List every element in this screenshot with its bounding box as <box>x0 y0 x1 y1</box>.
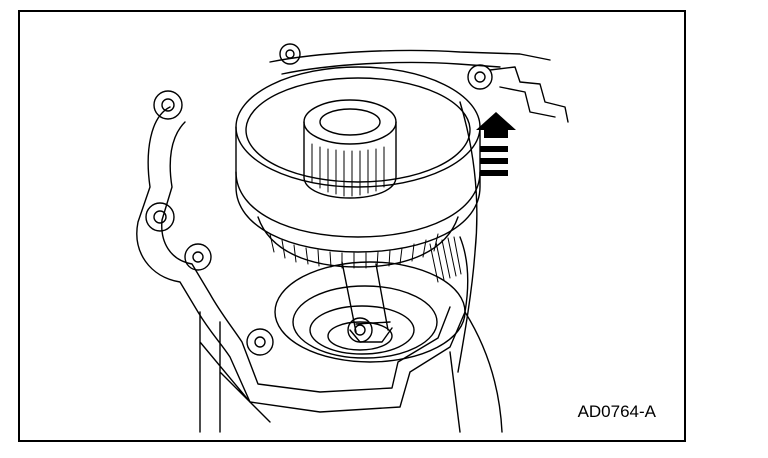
bolt-boss-3 <box>185 244 211 270</box>
gear-teeth-band <box>258 217 458 267</box>
bolt-boss-2 <box>146 203 174 231</box>
drum-top-rim-inner <box>246 78 470 182</box>
hub-splines <box>312 144 384 196</box>
clutch-bowl-ring-2 <box>310 306 414 354</box>
case-top-edge-inner <box>282 62 500 74</box>
hub-side <box>304 122 396 198</box>
bolt-boss-1 <box>154 91 182 119</box>
bolt-boss-7 <box>280 44 300 64</box>
drum-top-rim <box>236 67 480 187</box>
bolt-boss-6 <box>468 65 492 89</box>
lower-right-case <box>450 312 502 432</box>
output-shaft <box>342 262 388 332</box>
casting-ridge <box>458 102 477 372</box>
removal-arrow-icon <box>476 112 516 176</box>
casting-detail-right <box>490 67 568 122</box>
case-flange-inner <box>162 122 450 392</box>
case-flange-outline <box>137 107 468 412</box>
hub-bore <box>320 109 380 135</box>
transmission-drawing <box>20 12 684 440</box>
drum-bottom-band <box>236 172 480 237</box>
lower-case-structure <box>200 312 270 432</box>
figure-id-label: AD0764-A <box>577 402 656 421</box>
clutch-plates <box>430 237 461 282</box>
illustration-frame: AD0764-A <box>18 10 686 442</box>
drum-side <box>236 127 480 252</box>
clutch-bowl-ring-3 <box>328 322 392 350</box>
gear-teeth <box>270 234 438 268</box>
hub-top <box>304 100 396 144</box>
clutch-bowl-ring-1 <box>293 286 437 358</box>
bolt-boss-4 <box>247 329 273 355</box>
case-top-edge <box>270 50 550 62</box>
